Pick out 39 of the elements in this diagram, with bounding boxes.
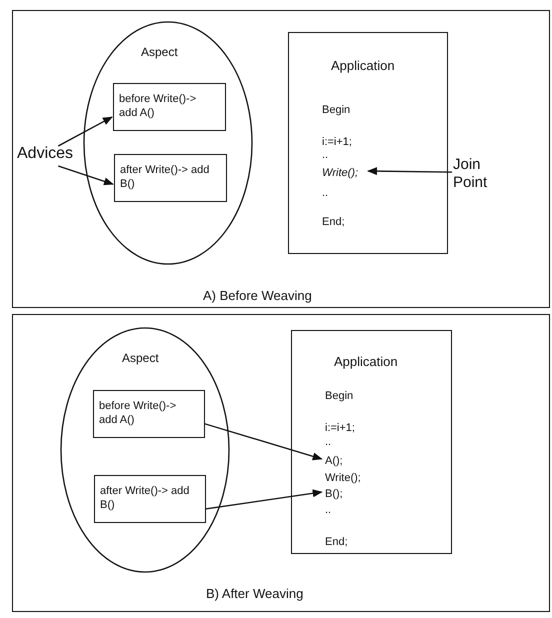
callout-text: Advices — [17, 147, 74, 161]
panel-frame — [12, 314, 550, 612]
code-line: B(); — [325, 487, 343, 501]
arrow — [204, 422, 323, 460]
code-line: .. — [325, 503, 332, 517]
code-line: Write(); — [322, 166, 358, 180]
advice-text: before Write()-> add A() — [119, 92, 198, 120]
code-line: .. — [322, 186, 328, 200]
advice-text: after Write()-> add B() — [100, 484, 190, 512]
arrow — [367, 167, 452, 176]
code-line: Begin — [325, 389, 354, 403]
callout-text: Join Point — [453, 156, 488, 192]
advice-box — [94, 475, 206, 523]
aspect-title: Aspect — [122, 351, 159, 365]
panel-caption: A) Before Weaving — [203, 289, 312, 303]
code-line: .. — [325, 435, 332, 449]
code-line: i:=i+1; — [325, 421, 355, 435]
application-title: Application — [334, 355, 398, 369]
code-line: .. — [322, 148, 328, 162]
arrow — [58, 116, 113, 147]
code-line: i:=i+1; — [322, 135, 352, 149]
advice-text: after Write()-> add B() — [120, 163, 210, 191]
panel-caption: B) After Weaving — [206, 587, 304, 601]
advice-box — [114, 154, 227, 202]
aspect-title: Aspect — [141, 45, 178, 59]
application-box — [291, 330, 452, 554]
arrow — [58, 165, 114, 186]
panel-frame — [12, 10, 550, 308]
code-line: End; — [322, 215, 345, 229]
advice-box — [113, 83, 226, 131]
arrow — [204, 489, 323, 510]
code-line: Begin — [322, 103, 350, 117]
application-title: Application — [331, 59, 395, 73]
advice-box — [93, 390, 205, 438]
code-line: A(); — [325, 454, 343, 468]
code-line: End; — [325, 535, 348, 549]
application-box — [288, 32, 448, 254]
advice-text: before Write()-> add A() — [99, 399, 178, 427]
code-line: Write(); — [325, 471, 361, 485]
